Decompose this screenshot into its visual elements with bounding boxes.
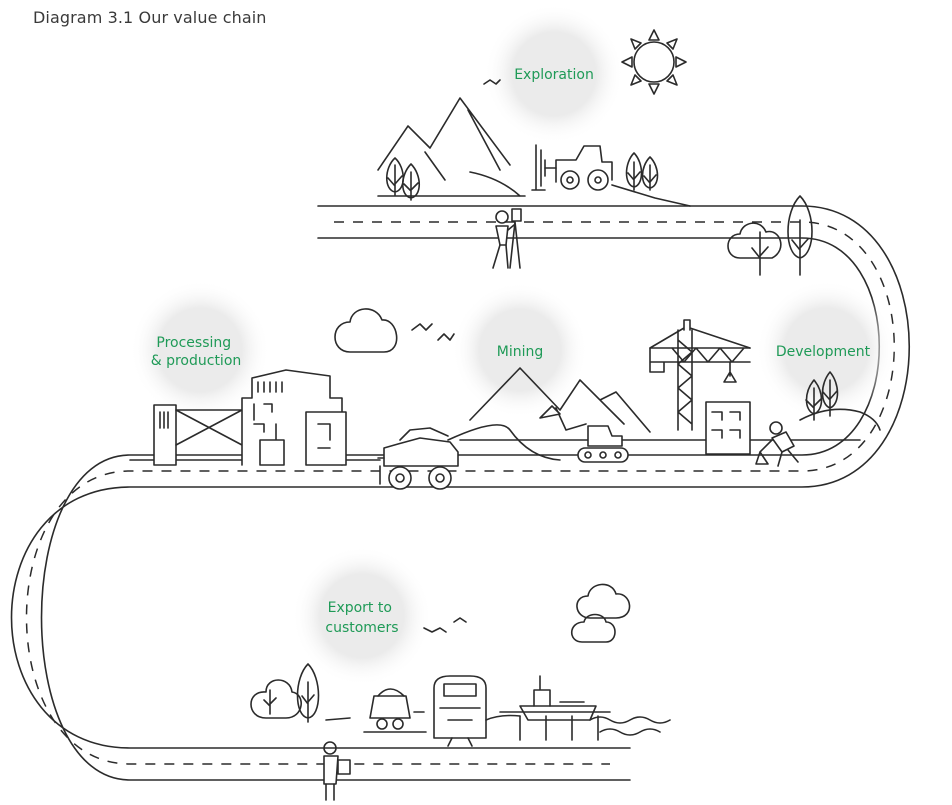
cloud-icon <box>570 583 631 643</box>
tower-crane-icon <box>649 319 751 431</box>
mountain-icon <box>377 97 526 197</box>
tree-icon <box>250 663 320 723</box>
road <box>10 205 911 781</box>
stage-label-mining: Mining <box>497 344 544 360</box>
stage-label-exploration: Exploration <box>514 67 594 83</box>
mining-glow <box>452 282 588 418</box>
middle-scene <box>129 280 896 490</box>
inspector-icon <box>323 741 351 801</box>
exploration-scene <box>377 4 813 276</box>
bird-icon <box>411 323 455 341</box>
waves-icon <box>589 716 671 736</box>
exploration-glow <box>484 4 624 144</box>
tree-icon <box>805 371 839 421</box>
cloud-icon <box>727 222 782 259</box>
ship-icon <box>499 675 611 741</box>
cloud-icon <box>334 308 398 353</box>
bird-icon <box>423 617 467 633</box>
locomotive-icon <box>433 675 487 747</box>
processing-glow <box>130 280 270 420</box>
building-icon <box>705 401 751 455</box>
worker-icon <box>755 421 799 467</box>
stage-labels: Exploration Development Mining Processin… <box>151 67 871 636</box>
sun-icon <box>621 29 687 95</box>
surveyor-icon <box>492 208 522 269</box>
stage-label-processing: Processing & production <box>151 335 242 369</box>
development-glow <box>756 280 896 420</box>
diagram-title: Diagram 3.1 Our value chain <box>33 8 267 27</box>
stage-label-development: Development <box>776 344 871 360</box>
tree-icon <box>385 152 659 201</box>
mine-pit-icon <box>447 367 651 461</box>
export-scene <box>250 546 671 801</box>
stage-label-export: Export to customers <box>325 600 398 636</box>
export-glow <box>292 546 432 686</box>
coal-wagon-icon <box>363 688 427 733</box>
drill-rig-icon <box>531 144 613 191</box>
tree-icon <box>751 195 813 276</box>
processing-plant-icon <box>153 369 347 466</box>
haul-truck-icon <box>377 427 459 490</box>
bird-icon <box>483 79 501 85</box>
excavator-icon <box>539 405 629 463</box>
